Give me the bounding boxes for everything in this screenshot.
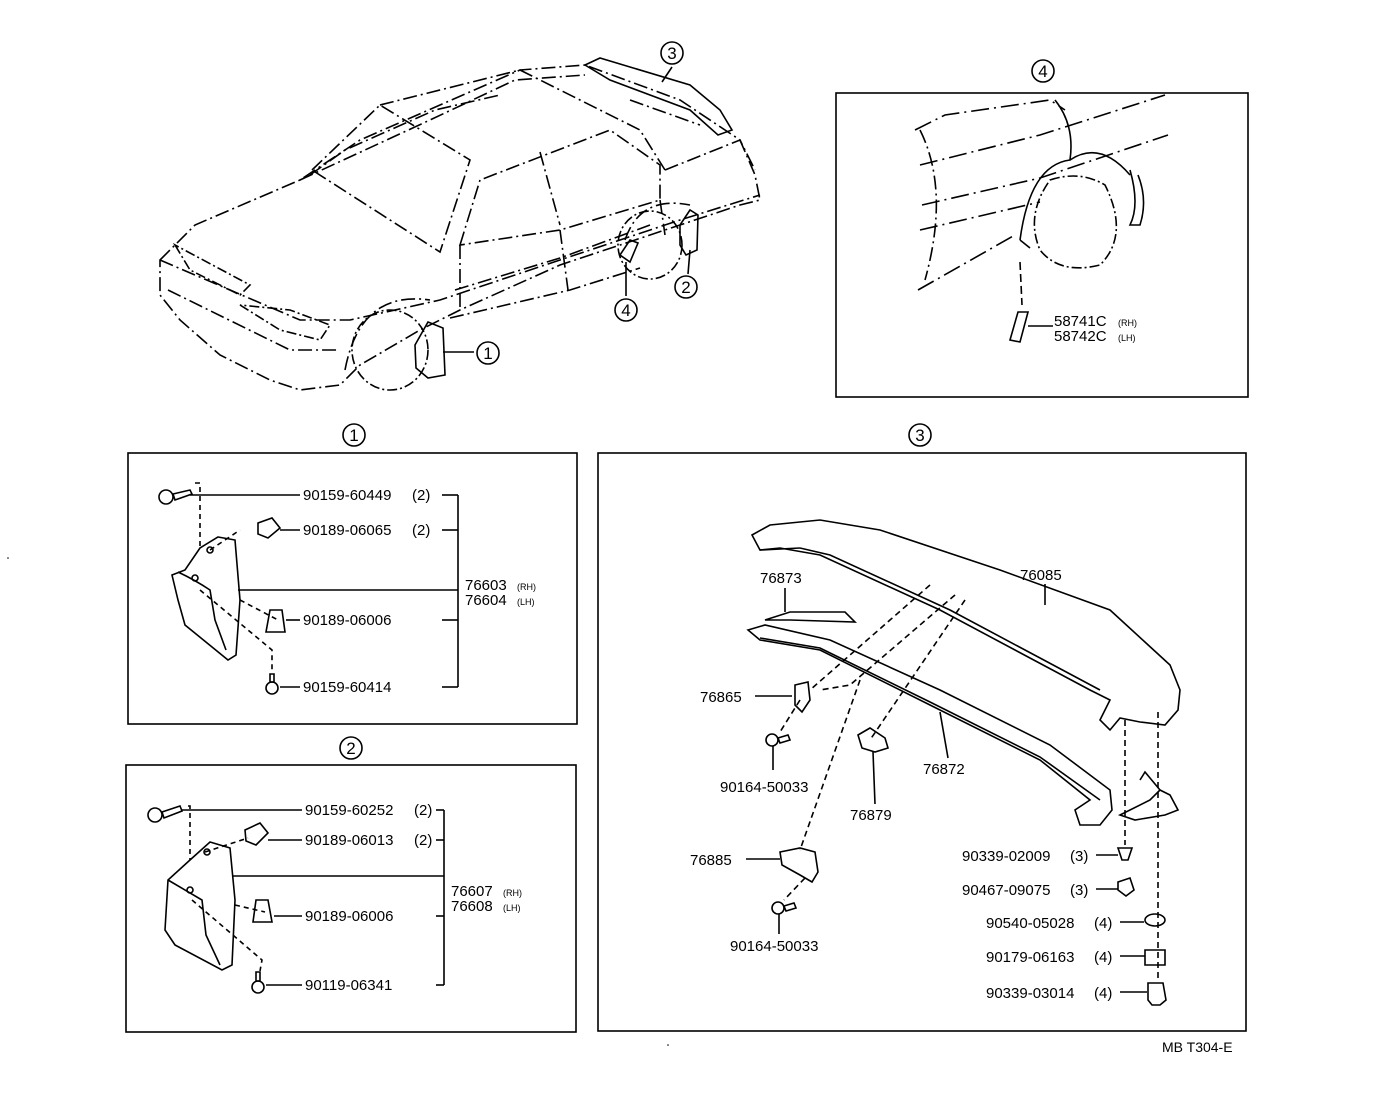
part-s2-0: 90159-60252 bbox=[305, 802, 393, 819]
part-58741c-side: (RH) bbox=[1118, 318, 1137, 328]
part-90164-a: 90164-50033 bbox=[720, 779, 808, 796]
section-2-label: 2 bbox=[346, 739, 355, 758]
section-1-label: 1 bbox=[349, 426, 358, 445]
part-90164-b: 90164-50033 bbox=[730, 938, 818, 955]
part-76603-side: (RH) bbox=[517, 582, 536, 592]
section-2-illustration bbox=[147, 805, 273, 994]
callout-1-circle bbox=[476, 341, 500, 365]
part-s1-1: 90189-06065 bbox=[303, 522, 391, 539]
section-2-frame bbox=[125, 764, 577, 1033]
part-76603: 76603 bbox=[465, 577, 507, 594]
part-s1-2: 90189-06006 bbox=[303, 612, 391, 629]
callout-4-circle bbox=[614, 298, 638, 322]
part-76085: 76085 bbox=[1020, 567, 1062, 584]
part-76865: 76865 bbox=[700, 689, 742, 706]
diagram-code: MB T304-E bbox=[1162, 1039, 1233, 1055]
section-4-frame bbox=[835, 92, 1249, 398]
qty-s3-hw-1: (3) bbox=[1070, 882, 1088, 899]
section-1-frame bbox=[127, 452, 578, 725]
part-s2-3: 90119-06341 bbox=[305, 977, 392, 994]
qty-s3-hw-2: (4) bbox=[1094, 915, 1112, 932]
part-s2-1: 90189-06013 bbox=[305, 832, 393, 849]
callout-3: 3 bbox=[667, 44, 676, 63]
part-s3-hw-4: 90339-03014 bbox=[986, 985, 1074, 1002]
part-s1-3: 90159-60414 bbox=[303, 679, 391, 696]
part-76607: 76607 bbox=[451, 883, 493, 900]
part-76872: 76872 bbox=[923, 761, 965, 778]
part-s3-hw-0: 90339-02009 bbox=[962, 848, 1050, 865]
section-4-illustration bbox=[914, 94, 1169, 343]
part-76885: 76885 bbox=[690, 852, 732, 869]
part-76608-side: (LH) bbox=[503, 903, 521, 913]
section-3-frame bbox=[597, 452, 1247, 1032]
qty-s1-1: (2) bbox=[412, 522, 430, 539]
part-76607-side: (RH) bbox=[503, 888, 522, 898]
part-76873: 76873 bbox=[760, 570, 802, 587]
qty-s3-hw-3: (4) bbox=[1094, 949, 1112, 966]
car-overview bbox=[159, 57, 761, 391]
callout-4: 4 bbox=[621, 301, 630, 320]
qty-s2-1: (2) bbox=[414, 832, 432, 849]
part-s3-hw-3: 90179-06163 bbox=[986, 949, 1074, 966]
qty-s3-hw-0: (3) bbox=[1070, 848, 1088, 865]
section-3-label: 3 bbox=[915, 426, 924, 445]
qty-s1-0: (2) bbox=[412, 487, 430, 504]
part-58742c: 58742C bbox=[1054, 328, 1107, 345]
part-76604: 76604 bbox=[465, 592, 507, 609]
callout-1: 1 bbox=[483, 344, 492, 363]
qty-s3-hw-4: (4) bbox=[1094, 985, 1112, 1002]
part-s3-hw-2: 90540-05028 bbox=[986, 915, 1074, 932]
section-3-illustration bbox=[746, 519, 1181, 1006]
section-4-label: 4 bbox=[1038, 62, 1047, 81]
part-76879: 76879 bbox=[850, 807, 892, 824]
callout-2-circle bbox=[674, 275, 698, 299]
qty-s2-0: (2) bbox=[414, 802, 432, 819]
part-58741c: 58741C bbox=[1054, 313, 1107, 330]
part-s3-hw-1: 90467-09075 bbox=[962, 882, 1050, 899]
callout-2: 2 bbox=[681, 278, 690, 297]
part-s1-0: 90159-60449 bbox=[303, 487, 391, 504]
callout-3-circle bbox=[660, 41, 684, 65]
part-58742c-side: (LH) bbox=[1118, 333, 1136, 343]
part-76604-side: (LH) bbox=[517, 597, 535, 607]
part-s2-2: 90189-06006 bbox=[305, 908, 393, 925]
section-1-illustration bbox=[158, 482, 286, 695]
part-76608: 76608 bbox=[451, 898, 493, 915]
